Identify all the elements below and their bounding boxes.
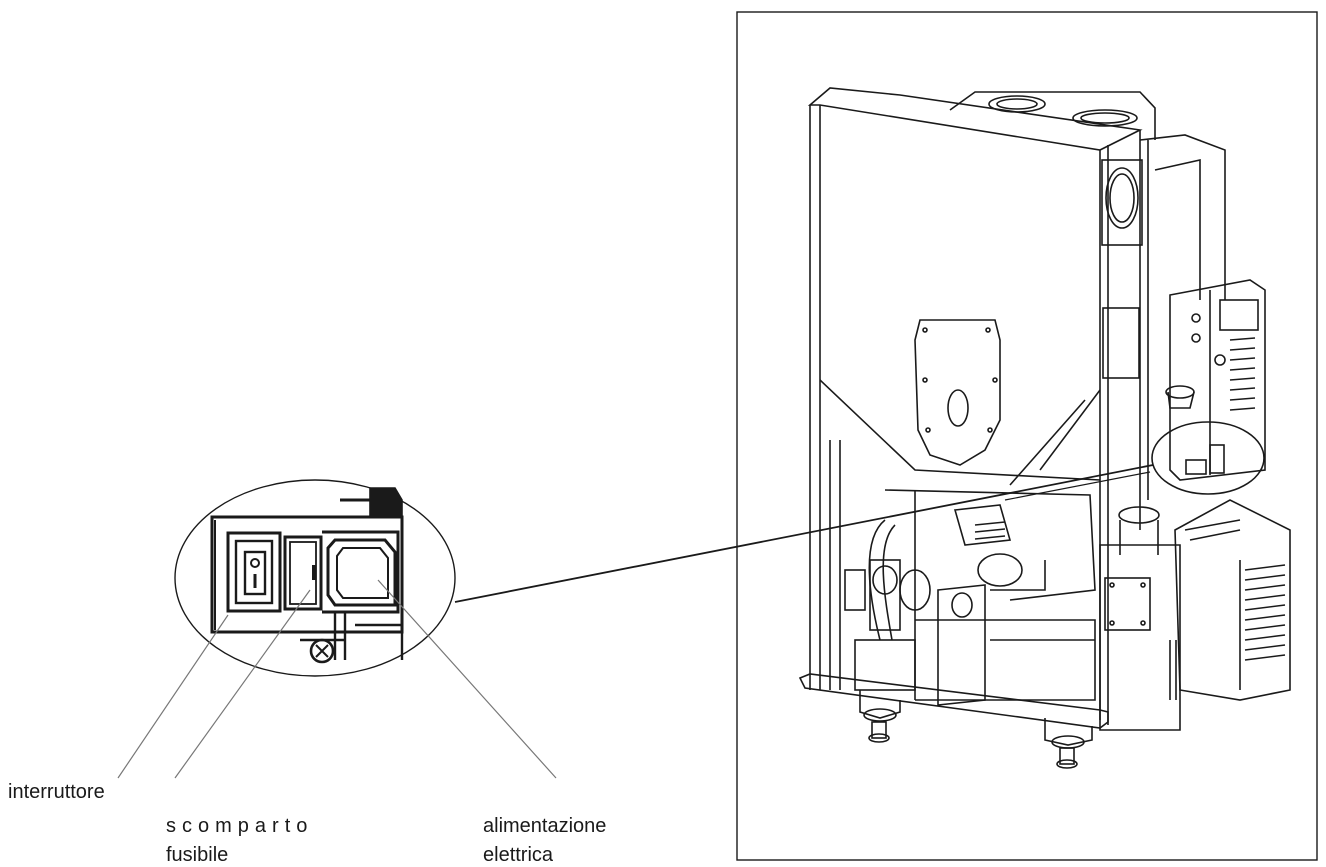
detail-circle — [174, 479, 456, 677]
switch-component — [226, 531, 282, 613]
screw-icon — [309, 638, 335, 664]
stove-frame — [736, 11, 1318, 861]
stove-callout-circle — [1151, 421, 1265, 495]
leader-fuse — [174, 589, 311, 779]
leader-lines — [117, 579, 557, 779]
label-power-line2: elettrica — [483, 844, 554, 866]
power-inlet-component — [322, 530, 400, 614]
leader-power — [377, 579, 557, 779]
stove-drawing — [798, 87, 1291, 769]
label-fuse-line1: scomparto — [166, 815, 314, 837]
fuse-compartment-component — [283, 535, 323, 611]
leader-switch — [117, 614, 229, 779]
label-power-line1: alimentazione — [483, 815, 607, 837]
label-switch: interruttore — [8, 781, 105, 803]
zoom-connector — [454, 464, 1154, 603]
detail-zoom — [174, 479, 456, 677]
label-fuse-line2: fusibile — [166, 844, 229, 866]
